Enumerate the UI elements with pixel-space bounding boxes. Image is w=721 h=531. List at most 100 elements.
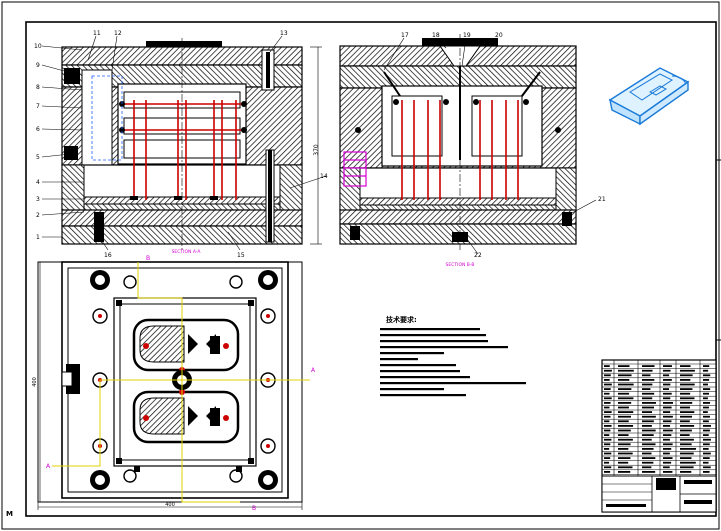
parts-list-text-mark xyxy=(604,365,610,367)
parts-list-text-mark xyxy=(680,443,692,446)
part-number: 10 xyxy=(34,43,42,50)
part-number: 18 xyxy=(432,32,440,39)
parts-list-text-mark xyxy=(663,471,673,473)
parts-list-text-mark xyxy=(604,452,612,455)
parts-list-text-mark xyxy=(680,383,695,386)
parts-list-text-mark xyxy=(642,415,656,418)
parts-list-text-mark xyxy=(703,411,708,413)
parts-list-text-mark xyxy=(663,369,671,372)
parts-list-text-mark xyxy=(642,420,654,423)
parts-list-text-mark xyxy=(618,425,634,427)
parts-list-text-mark xyxy=(618,429,631,432)
parts-list-text-mark xyxy=(642,369,653,372)
parts-list-text-mark xyxy=(680,457,692,459)
parts-list-text-mark xyxy=(663,383,671,386)
parts-list-text-mark xyxy=(680,429,692,432)
parts-list-text-mark xyxy=(663,379,672,381)
parts-list-text-mark xyxy=(663,429,673,432)
parts-list-text-mark xyxy=(663,425,671,427)
parts-list-text-mark xyxy=(618,379,630,381)
part-number: 4 xyxy=(36,179,40,186)
parts-list-text-mark xyxy=(663,420,672,423)
part-number: 20 xyxy=(495,32,503,39)
parts-list-text-mark xyxy=(703,374,711,377)
parts-list-text-mark xyxy=(618,457,631,459)
parts-list-text-mark xyxy=(680,434,690,436)
parts-list-text-mark xyxy=(604,392,610,395)
parts-list-text-mark xyxy=(642,425,652,427)
parts-list-text-mark xyxy=(703,452,711,455)
parts-list-text-mark xyxy=(680,369,695,372)
parts-list-text-mark xyxy=(642,406,655,409)
parts-list-text-mark xyxy=(604,369,612,372)
parts-list-text-mark xyxy=(618,420,629,423)
cut-letter: B xyxy=(252,505,256,512)
parts-list-text-mark xyxy=(703,420,709,423)
part-number: 15 xyxy=(237,252,245,259)
parts-list-text-mark xyxy=(703,466,711,469)
parts-list-text-mark xyxy=(703,415,710,418)
section-label-b: SECTION B-B xyxy=(446,262,475,268)
parts-list-text-mark xyxy=(663,466,670,469)
parts-list-text-mark xyxy=(680,397,695,400)
part-number: 9 xyxy=(36,62,40,69)
part-number: 16 xyxy=(104,252,112,259)
part-number: 12 xyxy=(114,30,122,37)
parts-list-text-mark xyxy=(663,411,671,413)
parts-list-text-mark xyxy=(618,471,631,473)
parts-list-text-mark xyxy=(604,425,612,427)
parts-list-text-mark xyxy=(663,397,671,400)
front-section-view: 370 SECTION A-A 10 9 8 7 6 xyxy=(34,30,328,259)
parts-list-text-mark xyxy=(618,461,629,464)
parts-list-text-mark xyxy=(680,402,693,404)
parts-list-text-mark xyxy=(680,365,691,367)
parts-list-text-mark xyxy=(703,429,710,432)
parts-list-text-mark xyxy=(604,438,612,441)
cut-letter: A xyxy=(311,367,316,374)
parts-list-text-mark xyxy=(642,443,656,446)
plan-view: A A B B 400 400 xyxy=(32,255,316,512)
usb-cap-icon xyxy=(608,67,690,126)
parts-list-text-mark xyxy=(618,415,631,418)
parts-list-text-mark xyxy=(663,402,673,404)
parts-list-text-mark xyxy=(604,388,611,390)
parts-list-text-mark xyxy=(642,429,656,432)
parts-list-text-mark xyxy=(618,438,633,441)
parts-list-text-mark xyxy=(618,402,632,404)
width-dimension: 400 xyxy=(165,502,175,508)
parts-list-text-mark xyxy=(663,438,670,441)
parts-list-text-mark xyxy=(703,443,710,446)
parts-list-text-mark xyxy=(604,429,611,432)
part-number: 8 xyxy=(36,84,40,91)
parts-list-text-mark xyxy=(663,392,672,395)
part-number: 5 xyxy=(36,154,40,161)
parts-list-text-mark xyxy=(604,420,610,423)
parts-list-text-mark xyxy=(663,434,672,436)
parts-list-text-mark xyxy=(680,374,693,377)
parts-list-text-mark xyxy=(618,397,634,400)
part-number: 6 xyxy=(36,126,40,133)
parts-list-text-mark xyxy=(642,471,656,473)
parts-list-text-mark xyxy=(703,379,710,381)
parts-list-text-mark xyxy=(642,379,655,381)
parts-list-text-mark xyxy=(642,388,651,390)
parts-list-text-mark xyxy=(663,461,672,464)
parts-list-text-mark xyxy=(703,388,711,390)
parts-list-text-mark xyxy=(703,461,709,464)
parts-list-text-mark xyxy=(642,397,653,400)
parts-list-text-mark xyxy=(703,471,710,473)
part-number: 1 xyxy=(36,234,40,241)
parts-list-text-mark xyxy=(680,461,696,464)
parts-list-text-mark xyxy=(642,383,653,386)
part-number: 2 xyxy=(36,212,40,219)
part-number: 11 xyxy=(93,30,101,37)
parts-list-text-mark xyxy=(642,392,655,395)
parts-list-text-mark xyxy=(663,452,670,455)
parts-list-text-mark xyxy=(703,457,710,459)
parts-list-text-mark xyxy=(618,448,629,450)
parts-list-text-mark xyxy=(680,411,695,413)
parts-list-text-mark xyxy=(663,365,672,367)
parts-list-text-mark xyxy=(618,369,634,372)
parts-list-text-mark xyxy=(642,434,654,436)
part-number: 3 xyxy=(36,196,40,203)
